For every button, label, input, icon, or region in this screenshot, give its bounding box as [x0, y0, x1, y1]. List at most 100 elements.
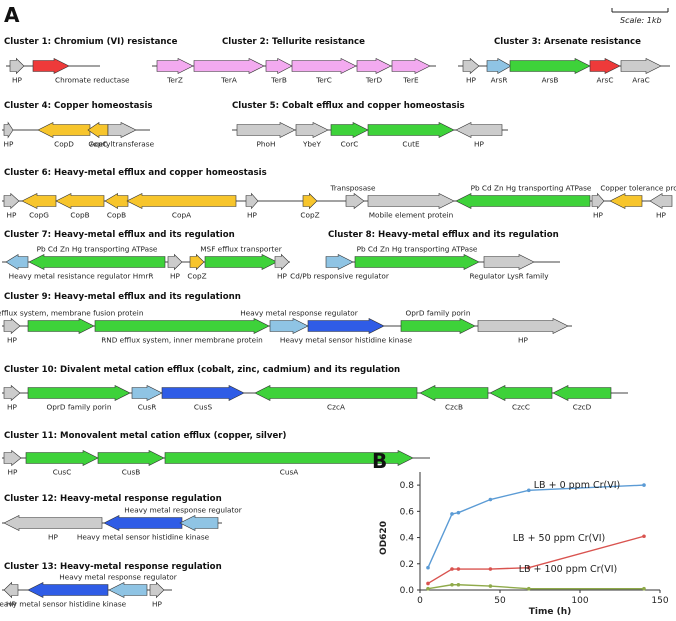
gene-arrow [32, 58, 70, 74]
gene-arrow [131, 385, 163, 401]
gene-label: CusS [194, 403, 213, 412]
gene-arrow [3, 384, 21, 402]
data-point [450, 582, 454, 587]
gene-label: ArsB [542, 76, 559, 85]
gene-label: CopG [29, 211, 49, 220]
data-point [456, 510, 461, 515]
gene-label: Heavy metal sensor histidine kinase [280, 336, 413, 345]
y-axis-label: OD620 [379, 521, 389, 555]
gene-label: HP [466, 76, 476, 85]
gene-arrow [161, 385, 245, 401]
x-tick-label: 100 [571, 596, 588, 606]
gene-arrow [367, 122, 455, 138]
gene-label: Heavy metal resistance regulator HmrR [9, 272, 154, 281]
gene-label: RND efflux system, membrane fusion prote… [0, 309, 143, 318]
series-label: LB + 0 ppm Cr(VI) [534, 480, 620, 491]
gene-arrow [620, 58, 662, 74]
gene-label: PhoH [257, 140, 276, 149]
gene-arrow [325, 254, 354, 270]
gene-arrow [179, 515, 219, 531]
gene-label: MSF efflux transporter [200, 245, 281, 254]
data-point [456, 567, 461, 571]
gene-arrow [295, 122, 329, 138]
gene-arrow [107, 122, 137, 138]
gene-arrow [391, 58, 431, 74]
gene-arrow [489, 385, 553, 401]
gene-label: CutE [402, 140, 420, 149]
cluster-title: Cluster 10: Divalent metal cation efflux… [4, 365, 400, 375]
gene-arrow [269, 318, 309, 334]
series-line [427, 484, 645, 568]
gene-arrow [483, 254, 535, 270]
gene-label: OprD family porin [47, 403, 112, 412]
gene-label: TerD [365, 76, 383, 85]
data-point [527, 488, 531, 493]
gene-label: HP [4, 140, 14, 149]
gene-arrow [455, 193, 591, 209]
panel-a-label: A [4, 3, 20, 27]
series-line [427, 584, 644, 590]
gene-label: CzcB [445, 403, 463, 412]
cluster-title: Cluster 5: Cobalt efflux and copper home… [232, 101, 465, 111]
gene-label: Heavy metal sensor histidine kinase [77, 533, 210, 542]
gene-arrow [649, 192, 673, 210]
gene-label: Regulator LysR family [469, 272, 549, 281]
cluster-title: Cluster 12: Heavy-metal response regulat… [4, 494, 222, 504]
gene-arrow [3, 581, 19, 599]
gene-arrow [3, 192, 20, 210]
gene-arrow [126, 193, 237, 209]
gene-label: AraC [632, 76, 650, 85]
gene-label: HP [8, 468, 18, 477]
gene-label: TerB [270, 76, 287, 85]
gene-arrow [164, 450, 414, 466]
gene-label: CopB [70, 211, 89, 220]
gene-label: Mobile element protein [369, 211, 454, 220]
gene-arrow [291, 58, 357, 74]
gene-arrow [27, 385, 131, 401]
gene-arrow [486, 57, 512, 75]
gene-arrow [87, 121, 109, 139]
y-tick-label: 0.4 [400, 534, 415, 544]
gene-arrow [302, 192, 318, 210]
gene-label: CusA [280, 468, 299, 477]
cluster-title: Cluster 3: Arsenate resistance [494, 37, 641, 47]
cluster-title: Cluster 7: Heavy-metal efflux and its re… [4, 230, 235, 240]
gene-label: HP [277, 272, 287, 281]
gene-arrow [477, 318, 569, 334]
gene-label: CzcC [512, 403, 530, 412]
gene-arrow [609, 193, 643, 209]
gene-label: Cd/Pb responsive regulator [290, 272, 389, 281]
gene-label: CopZ [187, 272, 206, 281]
gene-label: CzcA [327, 403, 345, 412]
gene-arrow [108, 582, 148, 598]
gene-arrow [37, 122, 91, 138]
gene-arrow [589, 58, 621, 74]
gene-label: HP [7, 403, 17, 412]
gene-label: CopB [107, 211, 126, 220]
series-line [427, 535, 645, 585]
gene-label: OprD family porin [406, 309, 471, 318]
gene-arrow [3, 317, 21, 335]
gene-arrow [167, 253, 183, 271]
gene-arrow [236, 122, 296, 138]
gene-label: ArsR [491, 76, 508, 85]
gene-label: Transposase [330, 184, 376, 193]
gene-arrow [3, 515, 103, 531]
x-tick-label: 0 [417, 596, 423, 606]
gene-arrow [3, 449, 22, 467]
gene-label: ArsC [597, 76, 614, 85]
gene-arrow [5, 253, 29, 271]
x-tick-label: 150 [651, 596, 668, 606]
gene-label: TerZ [166, 76, 183, 85]
gene-arrow [28, 254, 166, 270]
gene-label: Pb Cd Zn Hg transporting ATPase [471, 184, 592, 193]
data-point [450, 567, 454, 571]
data-point [426, 581, 430, 586]
gene-label: HP [170, 272, 180, 281]
gene-label: Chromate reductase [55, 76, 130, 85]
panel-a: A Scale: 1kb Cluster 1: Chromium (VI) re… [0, 3, 676, 609]
gene-arrow [307, 318, 385, 334]
gene-arrow [189, 253, 205, 271]
gene-arrow [245, 192, 259, 210]
